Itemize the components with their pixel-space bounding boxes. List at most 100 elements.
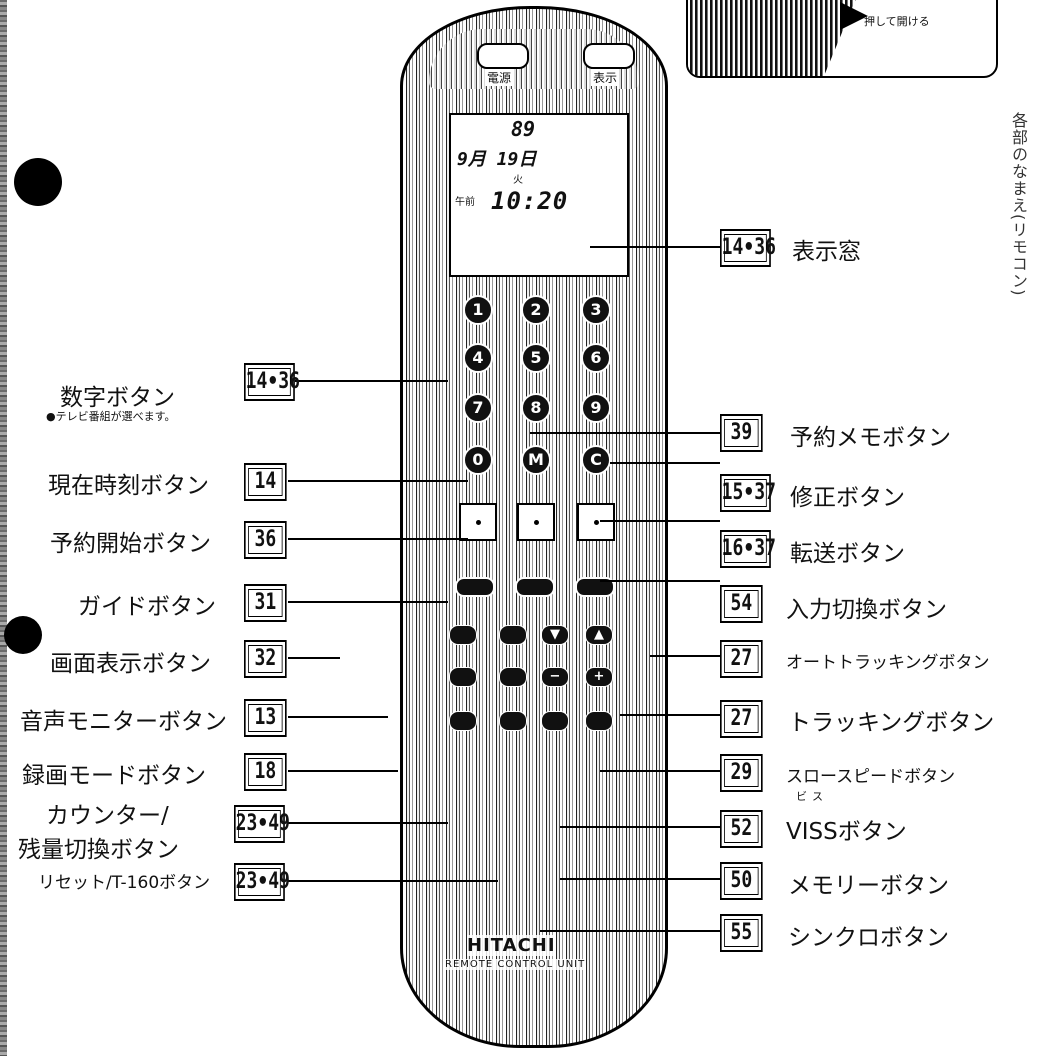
push-arrow-icon bbox=[840, 2, 868, 30]
label-program-start-button: 予約開始ボタン bbox=[50, 531, 211, 557]
label-reset-button: リセット/T-160ボタン bbox=[38, 873, 211, 893]
ref-guide-button: 31 bbox=[244, 584, 287, 622]
input-key-1 bbox=[515, 577, 555, 597]
ref-correct-button: 15•37 bbox=[720, 474, 776, 512]
ref-memo-button: 39 bbox=[720, 414, 763, 452]
clock-key bbox=[459, 503, 497, 541]
leader-line bbox=[560, 826, 720, 828]
lcd-time: 10:20 bbox=[491, 187, 569, 215]
ref-tracking-button: 27 bbox=[720, 700, 763, 738]
key-8: 8 bbox=[521, 393, 551, 423]
leader-line bbox=[288, 480, 468, 482]
side-section-title: 各部のなまえ(リモコン) bbox=[1009, 112, 1028, 297]
label-onscreen-button: 画面表示ボタン bbox=[50, 651, 211, 677]
label-audio-monitor-button: 音声モニターボタン bbox=[20, 709, 227, 735]
ref-transfer-button: 16•37 bbox=[720, 530, 776, 568]
key-memo: M bbox=[521, 445, 551, 475]
remote-body: 電源 表示 89 9月 19日 火 午前 10:20 1 2 3 4 5 6 7… bbox=[400, 6, 668, 1048]
ref-rec-mode-button: 18 bbox=[244, 753, 287, 791]
key-2: 2 bbox=[521, 295, 551, 325]
tracking-up-key: ▲ bbox=[585, 625, 613, 645]
leader-line bbox=[560, 878, 720, 880]
label-clock-button: 現在時刻ボタン bbox=[48, 473, 209, 499]
program-key bbox=[517, 503, 555, 541]
leader-line bbox=[288, 601, 448, 603]
label-number-buttons: 数字ボタン bbox=[60, 385, 175, 411]
ref-synchro-button: 55 bbox=[720, 914, 763, 952]
lcd-ampm: 午前 bbox=[455, 197, 475, 208]
input-select-key bbox=[575, 577, 615, 597]
ref-viss-button: 52 bbox=[720, 810, 763, 848]
label-input-select-button: 入力切換ボタン bbox=[786, 597, 947, 623]
rec-mode-key bbox=[449, 711, 477, 731]
slow-plus-key: + bbox=[585, 667, 613, 687]
ref-onscreen-button: 32 bbox=[244, 640, 287, 678]
key-5: 5 bbox=[521, 343, 551, 373]
inset-caption: 押して開ける bbox=[864, 15, 930, 28]
key-6: 6 bbox=[581, 343, 611, 373]
lcd-date: 9月 19日 bbox=[457, 149, 537, 170]
label-display-window: 表示窓 bbox=[792, 239, 861, 265]
ref-auto-tracking-button: 27 bbox=[720, 640, 763, 678]
ref-clock-button: 14 bbox=[244, 463, 287, 501]
label-transfer-button: 転送ボタン bbox=[790, 541, 905, 567]
key-correct: C bbox=[581, 445, 611, 475]
key-7: 7 bbox=[463, 393, 493, 423]
transfer-key bbox=[577, 503, 615, 541]
leader-line bbox=[288, 380, 448, 382]
viss-key bbox=[541, 711, 569, 731]
ref-counter-button: 23•49 bbox=[234, 805, 290, 843]
note-number-buttons: ●テレビ番組が選べます。 bbox=[46, 410, 176, 423]
label-viss-button: VISSボタン bbox=[786, 819, 907, 845]
leader-line bbox=[288, 880, 498, 882]
binder-hole bbox=[14, 158, 62, 206]
label-counter-line1: カウンター/ bbox=[46, 803, 169, 829]
leader-line bbox=[600, 580, 720, 582]
leader-line bbox=[288, 657, 340, 659]
ref-input-select-button: 54 bbox=[720, 585, 763, 623]
cover-open-inset: 押して開ける bbox=[686, 0, 998, 78]
leader-line bbox=[530, 432, 720, 434]
label-memory-button: メモリーボタン bbox=[788, 873, 949, 899]
key-4: 4 bbox=[463, 343, 493, 373]
tracking-down-key: ▼ bbox=[541, 625, 569, 645]
label-auto-tracking-button: オートトラッキングボタン bbox=[786, 653, 990, 673]
counter-key bbox=[499, 711, 527, 731]
label-tracking-button: トラッキングボタン bbox=[788, 710, 995, 736]
ref-program-start-button: 36 bbox=[244, 521, 287, 559]
leader-line bbox=[590, 246, 720, 248]
cover-illustration bbox=[688, 0, 858, 76]
slow-minus-key: − bbox=[541, 667, 569, 687]
label-synchro-button: シンクロボタン bbox=[788, 925, 949, 951]
lcd-year: 89 bbox=[511, 117, 536, 141]
audio-monitor-key bbox=[449, 667, 477, 687]
leader-line bbox=[650, 655, 720, 657]
binder-hole bbox=[4, 616, 42, 654]
small-key bbox=[499, 667, 527, 687]
small-key bbox=[499, 625, 527, 645]
ref-number-buttons: 14•36 bbox=[244, 363, 300, 401]
label-counter-line2: 残量切換ボタン bbox=[18, 837, 179, 863]
display-key-label: 表示 bbox=[591, 69, 620, 86]
memory-key bbox=[585, 711, 613, 731]
lcd-weekday: 火 bbox=[513, 175, 523, 186]
display-key bbox=[583, 43, 635, 69]
key-1: 1 bbox=[463, 295, 493, 325]
ref-memory-button: 50 bbox=[720, 862, 763, 900]
remote-control-illustration: 電源 表示 89 9月 19日 火 午前 10:20 1 2 3 4 5 6 7… bbox=[400, 6, 668, 1048]
leader-line bbox=[288, 822, 448, 824]
power-key bbox=[477, 43, 529, 69]
leader-line bbox=[288, 716, 388, 718]
brand-logo: HITACHI bbox=[467, 935, 556, 956]
label-correct-button: 修正ボタン bbox=[790, 485, 905, 511]
power-key-label: 電源 bbox=[485, 69, 514, 86]
guide-key bbox=[455, 577, 495, 597]
leader-line bbox=[600, 770, 720, 772]
ref-audio-monitor-button: 13 bbox=[244, 699, 287, 737]
leader-line bbox=[600, 520, 720, 522]
lcd-display: 89 9月 19日 火 午前 10:20 bbox=[449, 113, 629, 277]
label-memo-button: 予約メモボタン bbox=[790, 425, 951, 451]
scan-edge bbox=[0, 0, 7, 1056]
key-3: 3 bbox=[581, 295, 611, 325]
onscreen-key bbox=[449, 625, 477, 645]
